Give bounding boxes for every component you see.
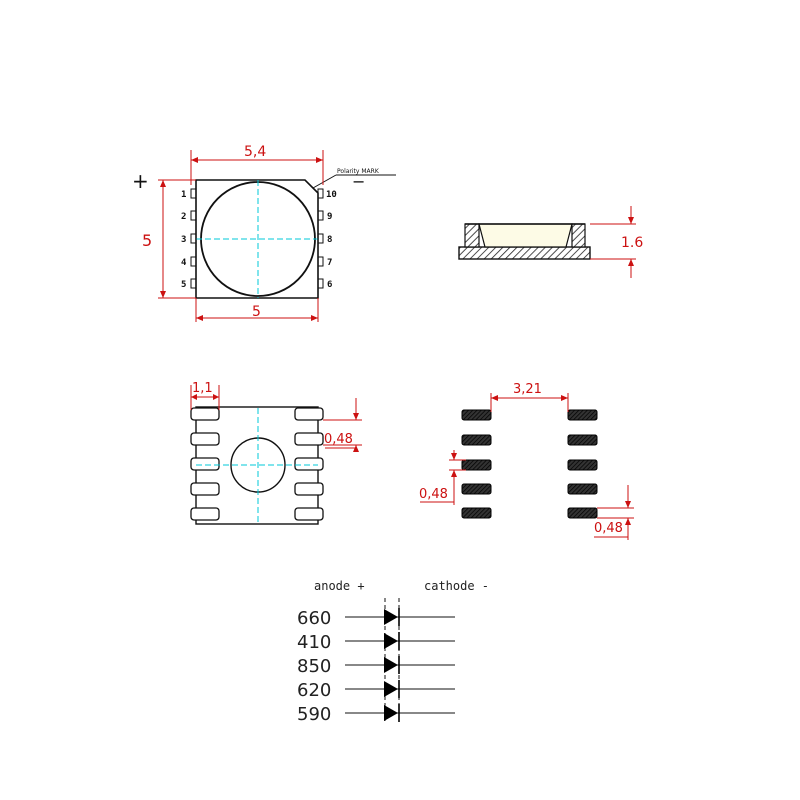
dimension-pad-spacing [490,393,569,412]
left-pin-tabs [190,188,197,289]
dimension-top-width [190,150,324,185]
diode-row: 660 [297,608,455,629]
anode-label: anode + [314,579,365,593]
diode-symbol-icon [384,681,398,697]
diode-row: 850 [297,656,455,677]
pin-number-9: 9 [327,212,332,222]
plus-symbol: + [132,169,149,193]
cathode-label: cathode - [424,579,489,593]
footprint-pads-right [567,409,598,519]
dimension-label-height-5: 5 [142,231,152,250]
wavelength-label: 620 [297,680,331,701]
side-view: 1.6 [458,206,643,278]
dimension-label-3-21: 3,21 [513,382,542,397]
pin-number-8: 8 [327,235,332,245]
diode-row: 620 [297,680,455,701]
diode-symbol-icon [384,705,398,721]
side-wall-right [571,223,586,248]
pin-number-10: 10 [326,190,337,200]
diode-legend: anode + cathode - 660 410 850 620 590 [297,579,489,725]
wavelength-label: 590 [297,704,331,725]
pin-number-2: 2 [181,212,186,222]
pin-number-3: 3 [181,235,186,245]
dimension-label-0-48-footprint-left: 0,48 [419,487,448,502]
top-view: 1 2 3 4 5 10 9 8 7 6 + Polarity MARK − 5… [132,144,396,322]
dimension-footprint-right [594,485,634,540]
wavelength-label: 850 [297,656,331,677]
dimension-label-0-48-footprint-right: 0,48 [594,521,623,536]
diode-row: 590 [297,704,455,725]
diode-row: 410 [297,632,455,653]
dimension-left-height [158,179,196,299]
bottom-pads-right [294,407,324,521]
right-pin-tabs [317,188,324,289]
dimension-label-0-48-bottom: 0,48 [324,432,353,447]
polarity-mark-label: Polarity MARK [337,168,380,175]
bottom-pads-left [190,407,220,521]
side-wall-left [464,223,480,248]
dimension-label-1-6: 1.6 [621,235,643,251]
polarity-leader [312,174,337,189]
diode-symbol-icon [384,657,398,673]
pin-number-1: 1 [181,190,186,200]
dimension-bottom-width [195,298,319,322]
pin-number-7: 7 [327,258,332,268]
wavelength-label: 660 [297,608,331,629]
pin-number-6: 6 [327,280,332,290]
dimension-label-1-1: 1,1 [192,381,213,396]
bottom-view: 1,1 0,48 [190,381,362,525]
dimension-pad-height [323,398,362,452]
footprint-pads-left [461,409,492,519]
dimension-label-width-5: 5 [252,304,261,320]
side-lens [478,223,573,248]
dimension-pad-width [190,385,220,410]
side-base [458,246,591,260]
minus-symbol: − [352,172,365,191]
wavelength-label: 410 [297,632,331,653]
dimension-label-5-4: 5,4 [244,144,266,160]
footprint: 3,21 0,48 0,48 [419,382,634,540]
diode-symbol-icon [384,633,398,649]
dimension-footprint-left [420,450,466,505]
diode-symbol-icon [384,609,398,625]
pin-number-4: 4 [181,258,187,268]
pin-number-5: 5 [181,280,186,290]
package-body [195,179,319,299]
dimension-side-height [590,206,636,278]
